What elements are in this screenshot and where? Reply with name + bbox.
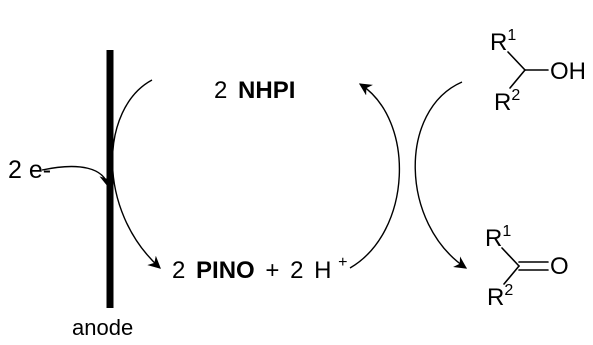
nhpi-coeff: 2 [214, 77, 227, 104]
electron-text: 2 e- [8, 156, 51, 184]
proton-symbol: H [314, 257, 331, 284]
right-cycle-arrow-to-nhpi [349, 83, 400, 269]
nhpi-name: NHPI [238, 77, 295, 104]
svg-text:R2: R2 [494, 87, 520, 116]
svg-text:R2: R2 [487, 282, 513, 311]
product-carbonyl: R1 R2 O [485, 223, 569, 311]
svg-text:OH: OH [550, 58, 586, 85]
substrate-to-product-arrow [414, 81, 468, 269]
pino-name: PINO [196, 257, 255, 284]
electron-label: 2 e- [8, 156, 51, 184]
svg-text:R1: R1 [485, 223, 511, 252]
proton-charge: + [338, 254, 347, 271]
substrate-alcohol: R1 R2 OH [490, 27, 586, 116]
pino-coeff: 2 [172, 257, 185, 284]
nhpi-label: 2 NHPI [214, 77, 295, 104]
svg-text:R1: R1 [490, 27, 516, 56]
anode-label: anode [72, 315, 133, 340]
pino-label: 2 PINO + 2 H + [172, 254, 347, 284]
svg-text:O: O [550, 253, 569, 280]
plus-sign: + [265, 257, 279, 284]
electron-flow-arrow [41, 165, 112, 188]
proton-coeff: 2 [290, 257, 303, 284]
left-cycle-arrow [111, 79, 161, 269]
